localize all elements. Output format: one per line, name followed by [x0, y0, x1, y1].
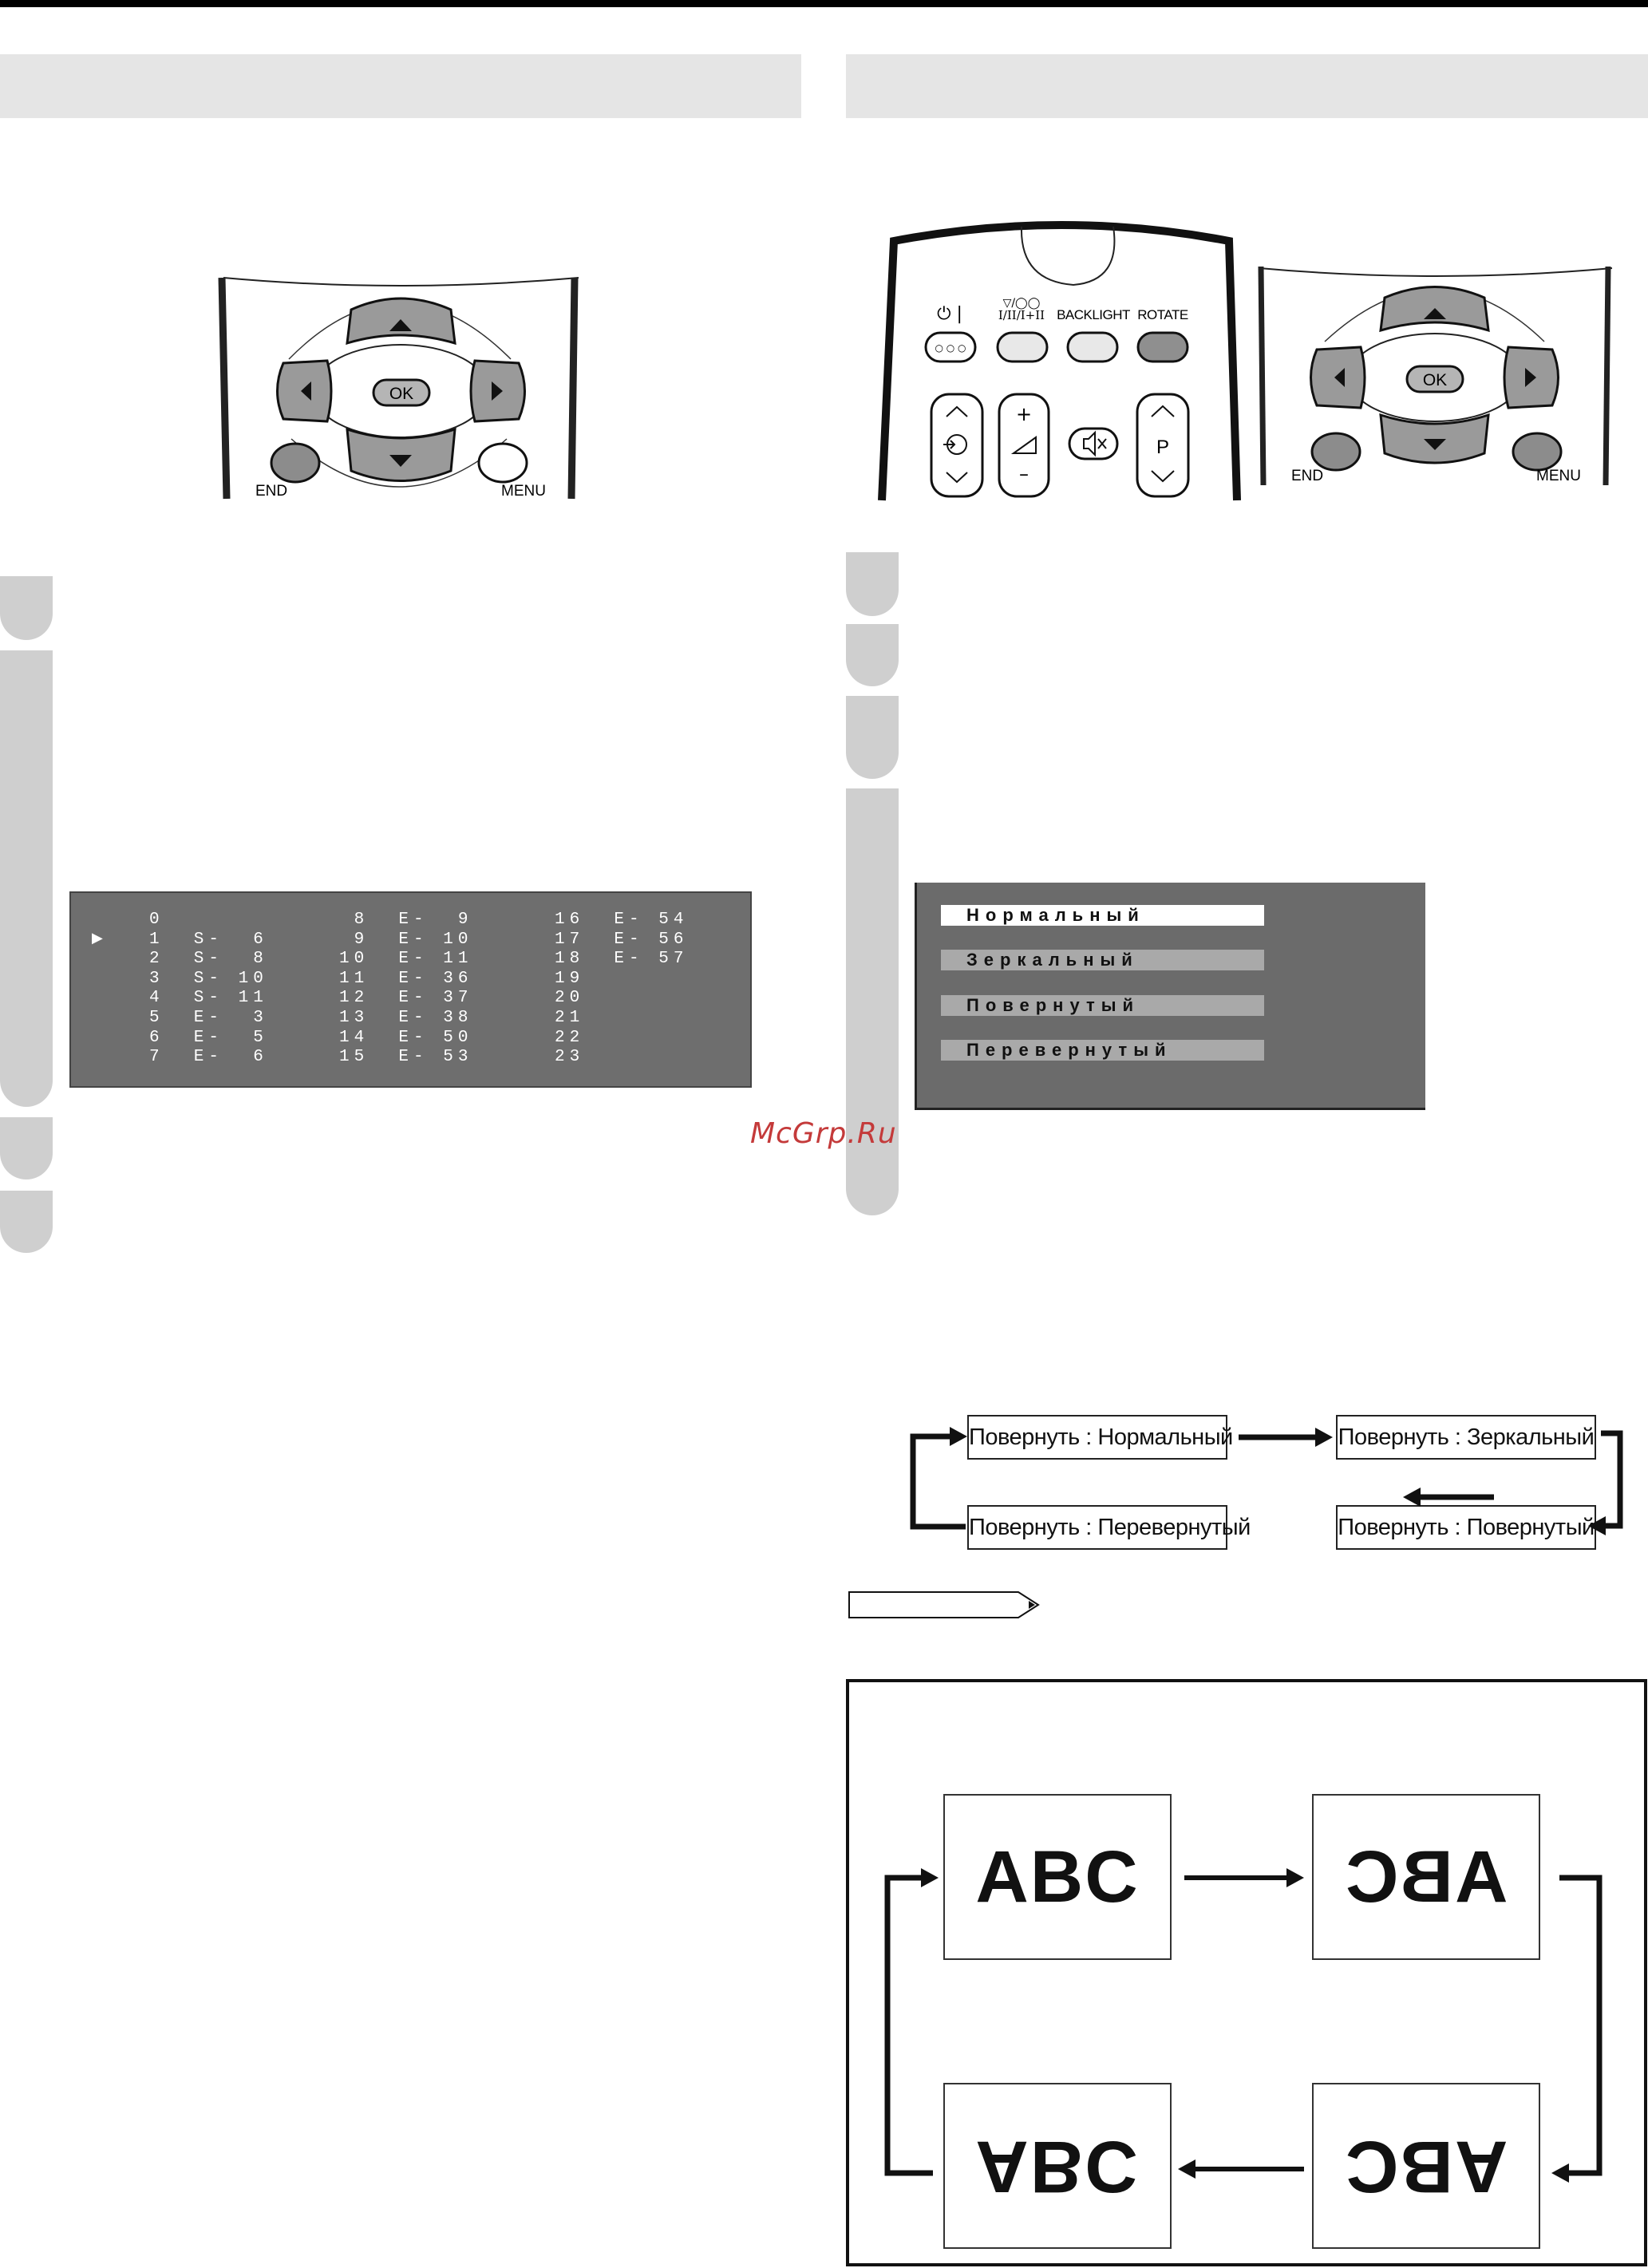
down-arrow-button[interactable]	[346, 427, 456, 482]
cycle-arrows	[910, 1427, 1623, 1535]
right-remote-top-illustration: ⏻ | ▽/◯◯ I/II/I+II BACKLIGHT ROTATE ○ ○ …	[878, 221, 1241, 501]
menu-label: MENU	[501, 483, 546, 500]
ok-button[interactable]	[1405, 365, 1464, 393]
rotate-option-inverted[interactable]: Перевернутый	[941, 1040, 1264, 1061]
program-label: P	[1156, 437, 1169, 458]
volume-minus-label: –	[1019, 463, 1029, 485]
mute-button[interactable]	[1068, 427, 1119, 460]
note-tag	[848, 1591, 1040, 1618]
step-tab-4	[0, 1191, 53, 1253]
end-button[interactable]	[1310, 432, 1361, 472]
menu-label: MENU	[1536, 468, 1581, 484]
channel-column-3: 16 E- 54 17 E- 56 18 E- 57 19 20 21 22 2…	[555, 911, 689, 1067]
backlight-button[interactable]	[1066, 331, 1119, 363]
end-button[interactable]	[270, 442, 321, 484]
watermark-text: McGrp.Ru	[750, 1117, 897, 1150]
ok-label: OK	[1423, 371, 1447, 389]
mute-icon	[1083, 430, 1107, 457]
power-button[interactable]	[924, 331, 977, 363]
channel-column-2: 8 E- 9 9 E- 10 10 E- 11 11 E- 36 12 E- 3…	[339, 911, 473, 1067]
abc-mirror-box: ABC	[1312, 1794, 1540, 1960]
channel-column-1: 0 1 S- 6 2 S- 8 3 S- 10 4 S- 11 5 E- 3 6…	[149, 911, 268, 1067]
right-section-header	[846, 54, 1648, 118]
step-tab-1	[846, 552, 899, 616]
up-arrow-button[interactable]	[1379, 286, 1490, 333]
abc-rotated-box: ABC	[1312, 2083, 1540, 2249]
channel-cursor-icon: ▶	[92, 930, 103, 946]
sound-label: I/II/I+II	[998, 308, 1045, 322]
left-arrow-button[interactable]	[276, 359, 333, 423]
rotate-option-mirror[interactable]: Зеркальный	[941, 950, 1264, 970]
step-tab-3	[0, 1117, 53, 1179]
rotate-menu-screen: Нормальный Зеркальный Повернутый Перевер…	[915, 883, 1425, 1110]
right-remote-nav-illustration: OK END MENU	[1258, 266, 1613, 486]
rotate-option-rotated[interactable]: Повернутый	[941, 995, 1264, 1016]
step-tab-2	[846, 624, 899, 686]
sound-button[interactable]	[996, 331, 1049, 363]
step-tab-4	[846, 788, 899, 1215]
cycle-box-mirror: Повернуть : Зеркальный	[1336, 1415, 1596, 1460]
end-label: END	[255, 483, 287, 500]
channel-list-screen: ▶ 0 1 S- 6 2 S- 8 3 S- 10 4 S- 11 5 E- 3…	[69, 891, 752, 1088]
step-tab-2	[0, 650, 53, 1107]
menu-button[interactable]	[1512, 432, 1563, 472]
orientation-example-panel: ABC ABC ABC ABC	[846, 1679, 1647, 2266]
step-tab-1	[0, 576, 53, 640]
abc-inverted-box: ABC	[943, 2083, 1172, 2249]
right-arrow-button[interactable]	[469, 359, 526, 423]
input-rocker-button[interactable]	[930, 393, 984, 498]
backlight-label: BACKLIGHT	[1057, 307, 1130, 322]
left-remote-illustration: OK END MENU	[218, 277, 579, 500]
cycle-box-normal: Повернуть : Нормальный	[967, 1415, 1233, 1460]
ok-button[interactable]	[372, 378, 431, 407]
power-label: ⏻ |	[937, 304, 962, 324]
end-label: END	[1291, 468, 1323, 484]
abc-normal-text: ABC	[975, 1835, 1140, 1918]
top-rule	[0, 0, 1648, 7]
step-tab-3	[846, 696, 899, 779]
rotate-option-normal[interactable]: Нормальный	[941, 905, 1264, 926]
cycle-box-rotated: Повернуть : Повернутый	[1336, 1505, 1596, 1550]
sound-top-label: ▽/◯◯	[1003, 297, 1041, 310]
orientation-arrows	[884, 1868, 1603, 2183]
right-arrow-button[interactable]	[1503, 346, 1559, 409]
menu-button[interactable]	[477, 442, 528, 484]
rotate-button[interactable]	[1136, 331, 1189, 363]
rotate-label: ROTATE	[1137, 307, 1188, 322]
volume-plus-label: +	[1016, 403, 1032, 425]
left-section-header	[0, 54, 801, 118]
program-rocker-button[interactable]	[1136, 393, 1190, 498]
svg-text:○ ○ ○: ○ ○ ○	[935, 342, 966, 354]
volume-icon	[1010, 436, 1037, 454]
cycle-box-inverted: Повернуть : Перевернутый	[967, 1505, 1251, 1550]
down-arrow-button[interactable]	[1379, 413, 1490, 464]
left-arrow-button[interactable]	[1310, 346, 1366, 409]
abc-normal-box: ABC	[943, 1794, 1172, 1960]
up-arrow-button[interactable]	[346, 297, 456, 346]
ok-label: OK	[389, 385, 413, 403]
